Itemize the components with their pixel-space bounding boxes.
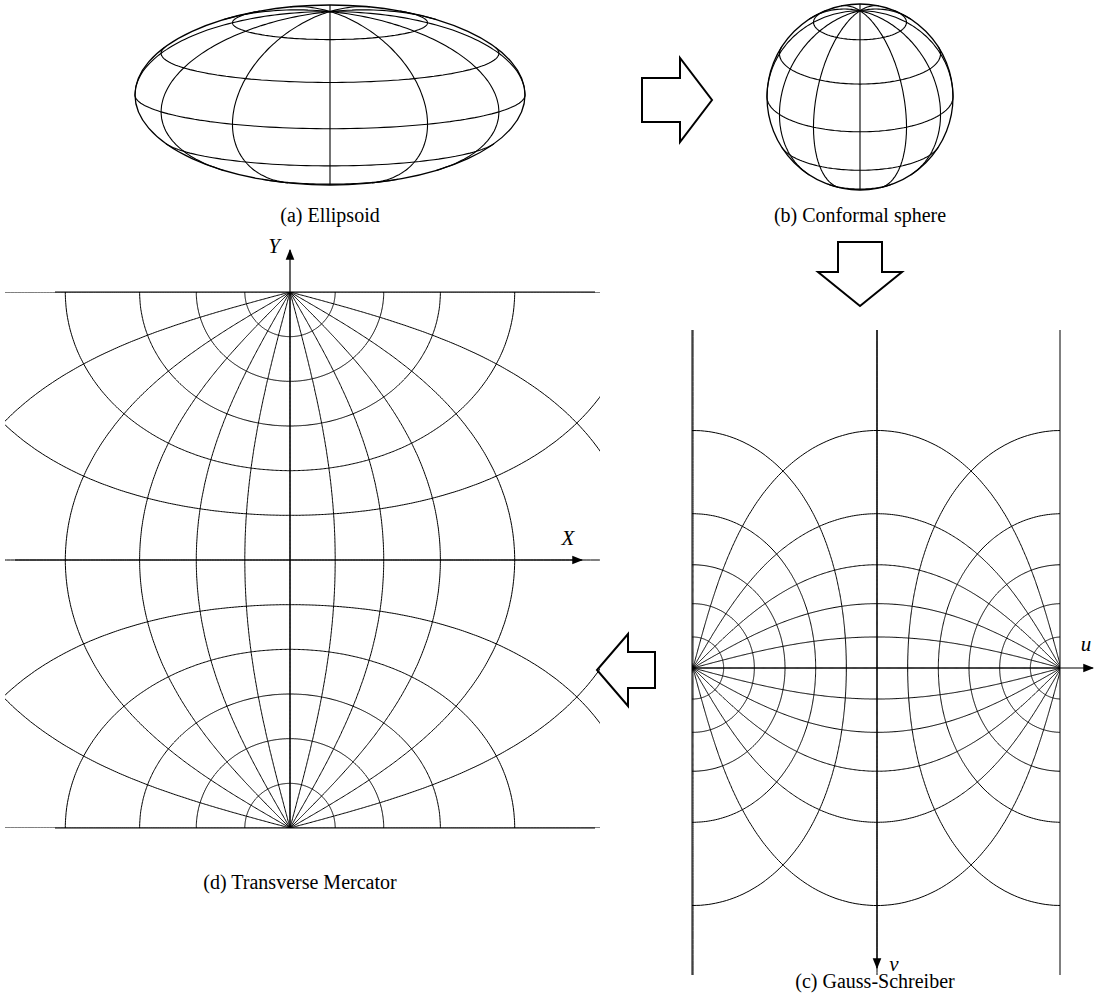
flow-arrow [642, 58, 712, 142]
axis-label: Y [266, 236, 282, 257]
axis-line [692, 667, 1093, 668]
panel-caption: (d) Transverse Mercator [203, 872, 396, 892]
axis-line [876, 330, 877, 968]
graticule-line [161, 12, 330, 171]
frame-line [55, 292, 595, 293]
graticule-line [693, 668, 694, 975]
graticule-line [5, 292, 600, 515]
graticule-line [814, 11, 861, 188]
graticule-line [780, 11, 861, 175]
axis-label: u [1079, 634, 1094, 655]
ellipsoid-graticule [135, 5, 525, 185]
flow-arrow [818, 242, 902, 306]
axis-label: X [560, 528, 577, 549]
outline [767, 4, 953, 190]
graticule-line [330, 12, 428, 183]
graticule-line [330, 10, 436, 20]
graticule-line [329, 12, 330, 185]
frame-line [692, 330, 693, 975]
transverse-mercator-graticule [5, 292, 600, 828]
axis-line [15, 559, 582, 560]
frame-line [1060, 330, 1061, 975]
gauss-schreiber-graticule [692, 330, 1060, 975]
sphere-graticule [767, 4, 953, 190]
panel-caption: (a) Ellipsoid [280, 205, 379, 225]
panel-caption: (c) Gauss-Schreiber [795, 971, 954, 991]
graticule-line [859, 11, 860, 190]
graticule-line [233, 12, 331, 183]
graticule-line [693, 330, 694, 668]
frame-line [55, 828, 595, 829]
graticule-line [330, 12, 499, 171]
graticule-line [860, 11, 953, 97]
graticule-line [877, 330, 878, 975]
panel-caption: (b) Conformal sphere [774, 205, 946, 225]
flow-arrow [597, 634, 655, 706]
graticule-line [860, 11, 907, 188]
graticule-line [5, 560, 600, 561]
outline [135, 5, 525, 185]
axis-line [289, 250, 290, 828]
graticule-line [860, 11, 941, 175]
graticule-line [329, 5, 330, 12]
graticule-line [330, 7, 370, 12]
graticule-line [330, 12, 525, 95]
graticule-line [860, 9, 911, 19]
graticule-line [859, 4, 860, 11]
graticule-line [5, 605, 600, 828]
graticule-line [860, 6, 879, 11]
